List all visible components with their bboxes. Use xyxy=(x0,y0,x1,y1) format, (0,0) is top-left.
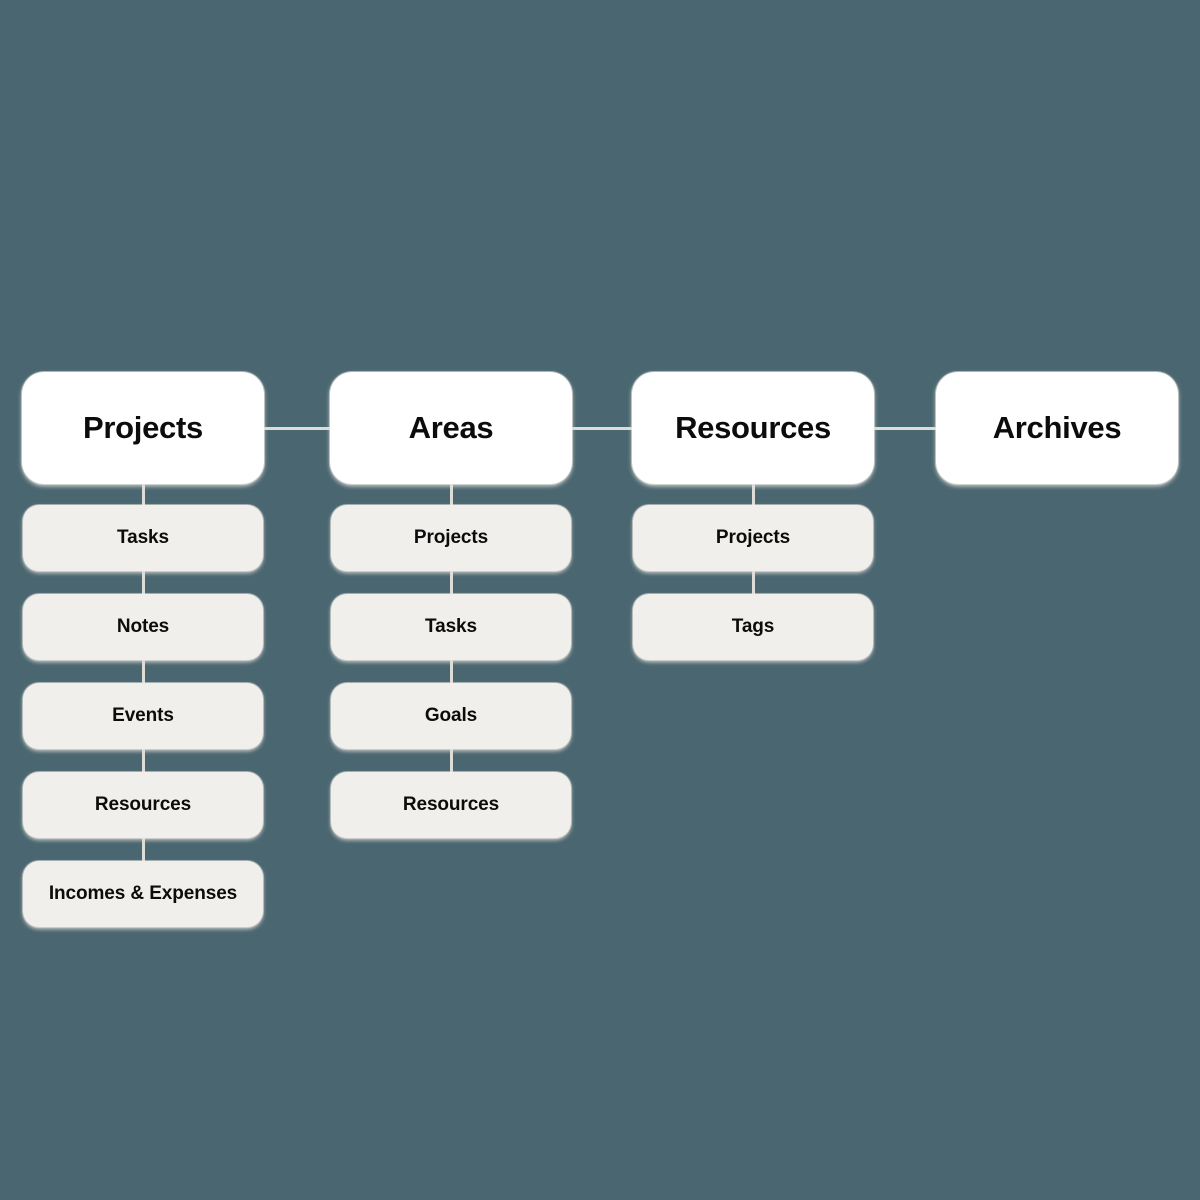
child-node-resources-1[interactable]: Tags xyxy=(633,594,873,660)
child-node-label: Tasks xyxy=(425,616,477,637)
connector-areas-segment-0 xyxy=(449,484,453,505)
child-node-label: Projects xyxy=(715,527,791,548)
child-node-resources-0[interactable]: Projects xyxy=(633,505,873,571)
child-node-label: Tags xyxy=(731,616,775,637)
child-node-projects-3[interactable]: Resources xyxy=(23,772,263,838)
child-node-label: Goals xyxy=(424,705,478,726)
connector-areas-segment-2 xyxy=(449,660,453,683)
root-node-areas[interactable]: Areas xyxy=(330,372,572,484)
child-node-projects-2[interactable]: Events xyxy=(23,683,263,749)
root-node-archives[interactable]: Archives xyxy=(936,372,1178,484)
root-node-label: Areas xyxy=(408,410,494,445)
connector-resources-segment-1 xyxy=(751,571,755,594)
connector-resources-segment-0 xyxy=(751,484,755,505)
child-node-areas-3[interactable]: Resources xyxy=(331,772,571,838)
child-node-areas-0[interactable]: Projects xyxy=(331,505,571,571)
root-node-projects[interactable]: Projects xyxy=(22,372,264,484)
child-node-label: Resources xyxy=(94,794,192,815)
child-node-projects-4[interactable]: Incomes & Expenses xyxy=(23,861,263,927)
connector-areas-segment-3 xyxy=(449,749,453,772)
child-node-projects-0[interactable]: Tasks xyxy=(23,505,263,571)
root-node-resources[interactable]: Resources xyxy=(632,372,874,484)
connector-projects-to-areas xyxy=(264,427,330,430)
connector-projects-segment-0 xyxy=(141,484,145,505)
child-node-label: Events xyxy=(112,705,174,726)
child-node-label: Resources xyxy=(402,794,500,815)
child-node-label: Notes xyxy=(116,616,170,637)
child-node-label: Incomes & Expenses xyxy=(48,883,238,904)
child-node-label: Tasks xyxy=(117,527,169,548)
child-node-label: Projects xyxy=(413,527,489,548)
root-node-label: Projects xyxy=(83,410,203,445)
connector-projects-segment-4 xyxy=(141,838,145,861)
connector-areas-segment-1 xyxy=(449,571,453,594)
root-node-label: Resources xyxy=(675,410,831,445)
child-node-projects-1[interactable]: Notes xyxy=(23,594,263,660)
child-node-areas-1[interactable]: Tasks xyxy=(331,594,571,660)
connector-areas-to-resources xyxy=(572,427,632,430)
connector-projects-segment-3 xyxy=(141,749,145,772)
child-node-areas-2[interactable]: Goals xyxy=(331,683,571,749)
connector-projects-segment-1 xyxy=(141,571,145,594)
root-node-label: Archives xyxy=(992,410,1122,445)
connector-projects-segment-2 xyxy=(141,660,145,683)
connector-resources-to-archives xyxy=(874,427,936,430)
